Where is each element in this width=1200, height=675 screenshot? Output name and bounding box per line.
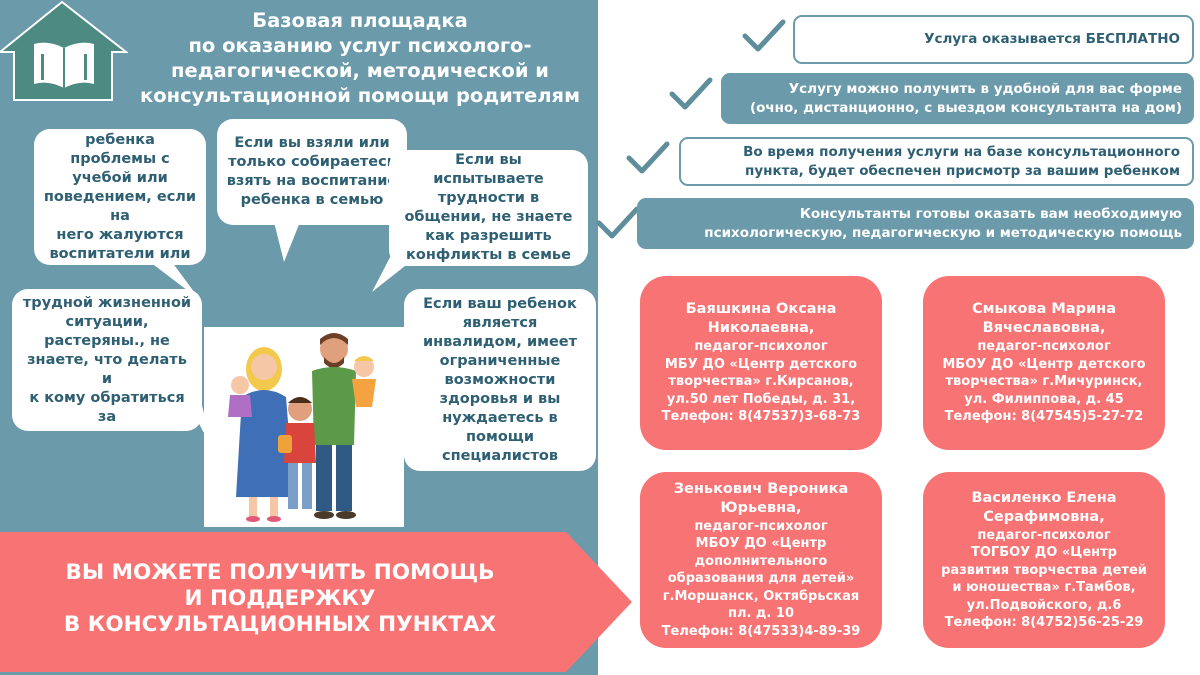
speech-bubble-conflicts: Если вы испытываете трудности в общении,… — [389, 150, 588, 266]
benefit-consultants-help: Консультанты готовы оказать вам необходи… — [637, 198, 1194, 249]
family-illustration — [204, 327, 404, 527]
consultant-details: педагог-психолог МБОУ ДО «Центр детского… — [942, 339, 1146, 425]
title-line: консультационной помощи родителям — [140, 84, 581, 107]
benefit-childcare: Во время получения услуги на базе консул… — [679, 137, 1194, 186]
consultant-details: педагог-психолог МБОУ ДО «Центр дополнит… — [661, 518, 861, 639]
speech-bubble-adoption: Если вы взяли или только собираетесь взя… — [217, 119, 407, 225]
speech-bubble-disability: Если ваш ребенок является инвалидом, име… — [404, 289, 596, 471]
page-title: Базовая площадка по оказанию услуг психо… — [140, 8, 580, 108]
consultant-name: Смыкова Марина Вячеславовна, — [972, 301, 1116, 337]
house-book-icon — [0, 0, 128, 101]
benefit-convenient-form: Услугу можно получить в удобной для вас … — [721, 73, 1194, 124]
help-arrow-banner — [0, 532, 632, 672]
consultant-name: Василенко Елена Серафимовна, — [971, 489, 1117, 525]
speech-bubble-school: Если у вашего ребенка проблемы с учебой … — [34, 129, 206, 265]
consultant-card: Смыкова Марина Вячеславовна, педагог-пси… — [923, 276, 1165, 450]
consultant-details: педагог-психолог МБУ ДО «Центр детского … — [661, 339, 861, 425]
check-icon — [596, 206, 640, 239]
check-icon — [626, 141, 670, 174]
title-line: педагогической, методической и — [171, 59, 549, 82]
speech-bubble-hard-situation: Если вы оказались в трудной жизненной си… — [12, 289, 202, 431]
benefit-free-service: Услуга оказывается БЕСПЛАТНО — [793, 15, 1194, 64]
title-line: по оказанию услуг психолого- — [188, 34, 532, 57]
check-icon — [742, 19, 786, 52]
check-icon — [669, 77, 713, 110]
title-line: Базовая площадка — [252, 9, 468, 32]
consultant-card: Баяшкина Оксана Николаевна, педагог-псих… — [640, 276, 882, 450]
consultant-details: педагог-психолог ТОГБОУ ДО «Центр развит… — [941, 527, 1147, 631]
consultant-card: Зенькович Вероника Юрьевна, педагог-псих… — [640, 472, 882, 648]
bubble-tail — [274, 222, 300, 262]
consultant-name: Баяшкина Оксана Николаевна, — [685, 301, 837, 337]
consultant-card: Василенко Елена Серафимовна, педагог-пси… — [923, 472, 1165, 648]
help-banner-text: ВЫ МОЖЕТЕ ПОЛУЧИТЬ ПОМОЩЬ И ПОДДЕРЖКУ В … — [63, 560, 497, 637]
consultant-name: Зенькович Вероника Юрьевна, — [673, 480, 849, 516]
